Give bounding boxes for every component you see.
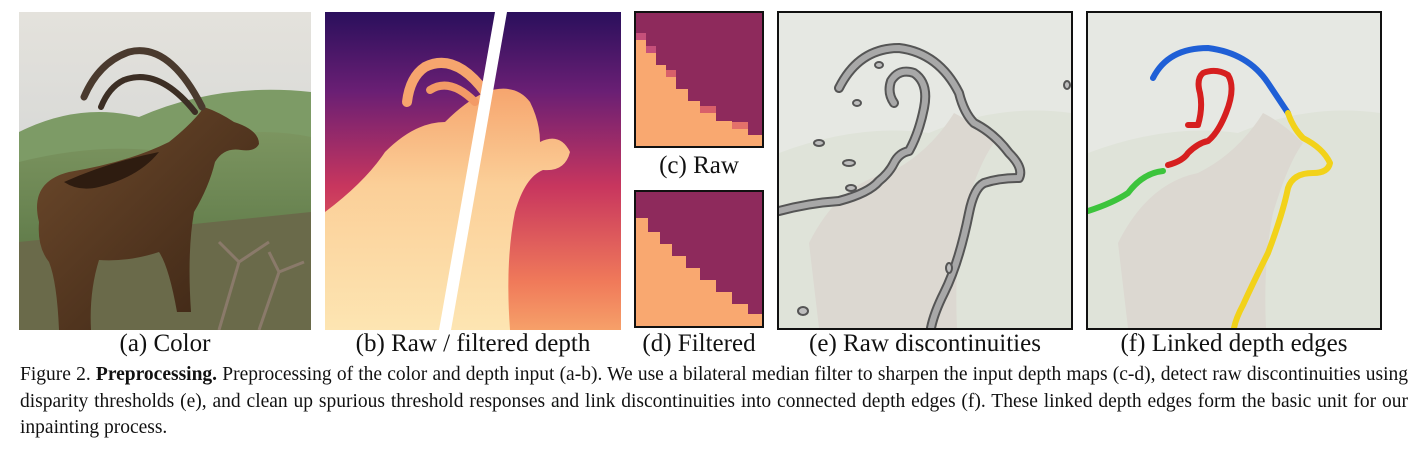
caption-a: (a) Color [119,330,211,357]
edge-red [1165,67,1235,168]
depth-map [325,12,621,330]
raw-patch-image [636,13,762,146]
figure-title: Preprocessing. [95,364,218,385]
caption-e: (e) Raw discontinuities [809,330,1041,357]
filtered-depth-patch [634,190,764,328]
depth-map-panel [325,12,621,330]
figure-label: Figure 2. [20,364,91,385]
filtered-patch-image [636,192,762,326]
raw-discontinuities-image [779,13,1071,328]
figure-caption-body: Preprocessing of the color and depth inp… [20,364,1409,438]
figure-caption: Figure 2. Preprocessing. Preprocessing o… [20,362,1408,442]
color-image-panel [19,12,311,330]
edge-blue [1150,45,1291,116]
linked-depth-edges-panel [1086,11,1382,330]
caption-c: (c) Raw [659,152,739,179]
caption-b: (b) Raw / filtered depth [355,330,591,357]
color-photo [19,12,311,330]
raw-depth-patch [634,11,764,148]
edge-green [1088,168,1166,214]
edge-yellow [1231,110,1333,328]
caption-f: (f) Linked depth edges [1120,330,1348,357]
linked-edges-image [1088,13,1380,328]
raw-discontinuities-panel [777,11,1073,330]
caption-d: (d) Filtered [642,330,756,357]
